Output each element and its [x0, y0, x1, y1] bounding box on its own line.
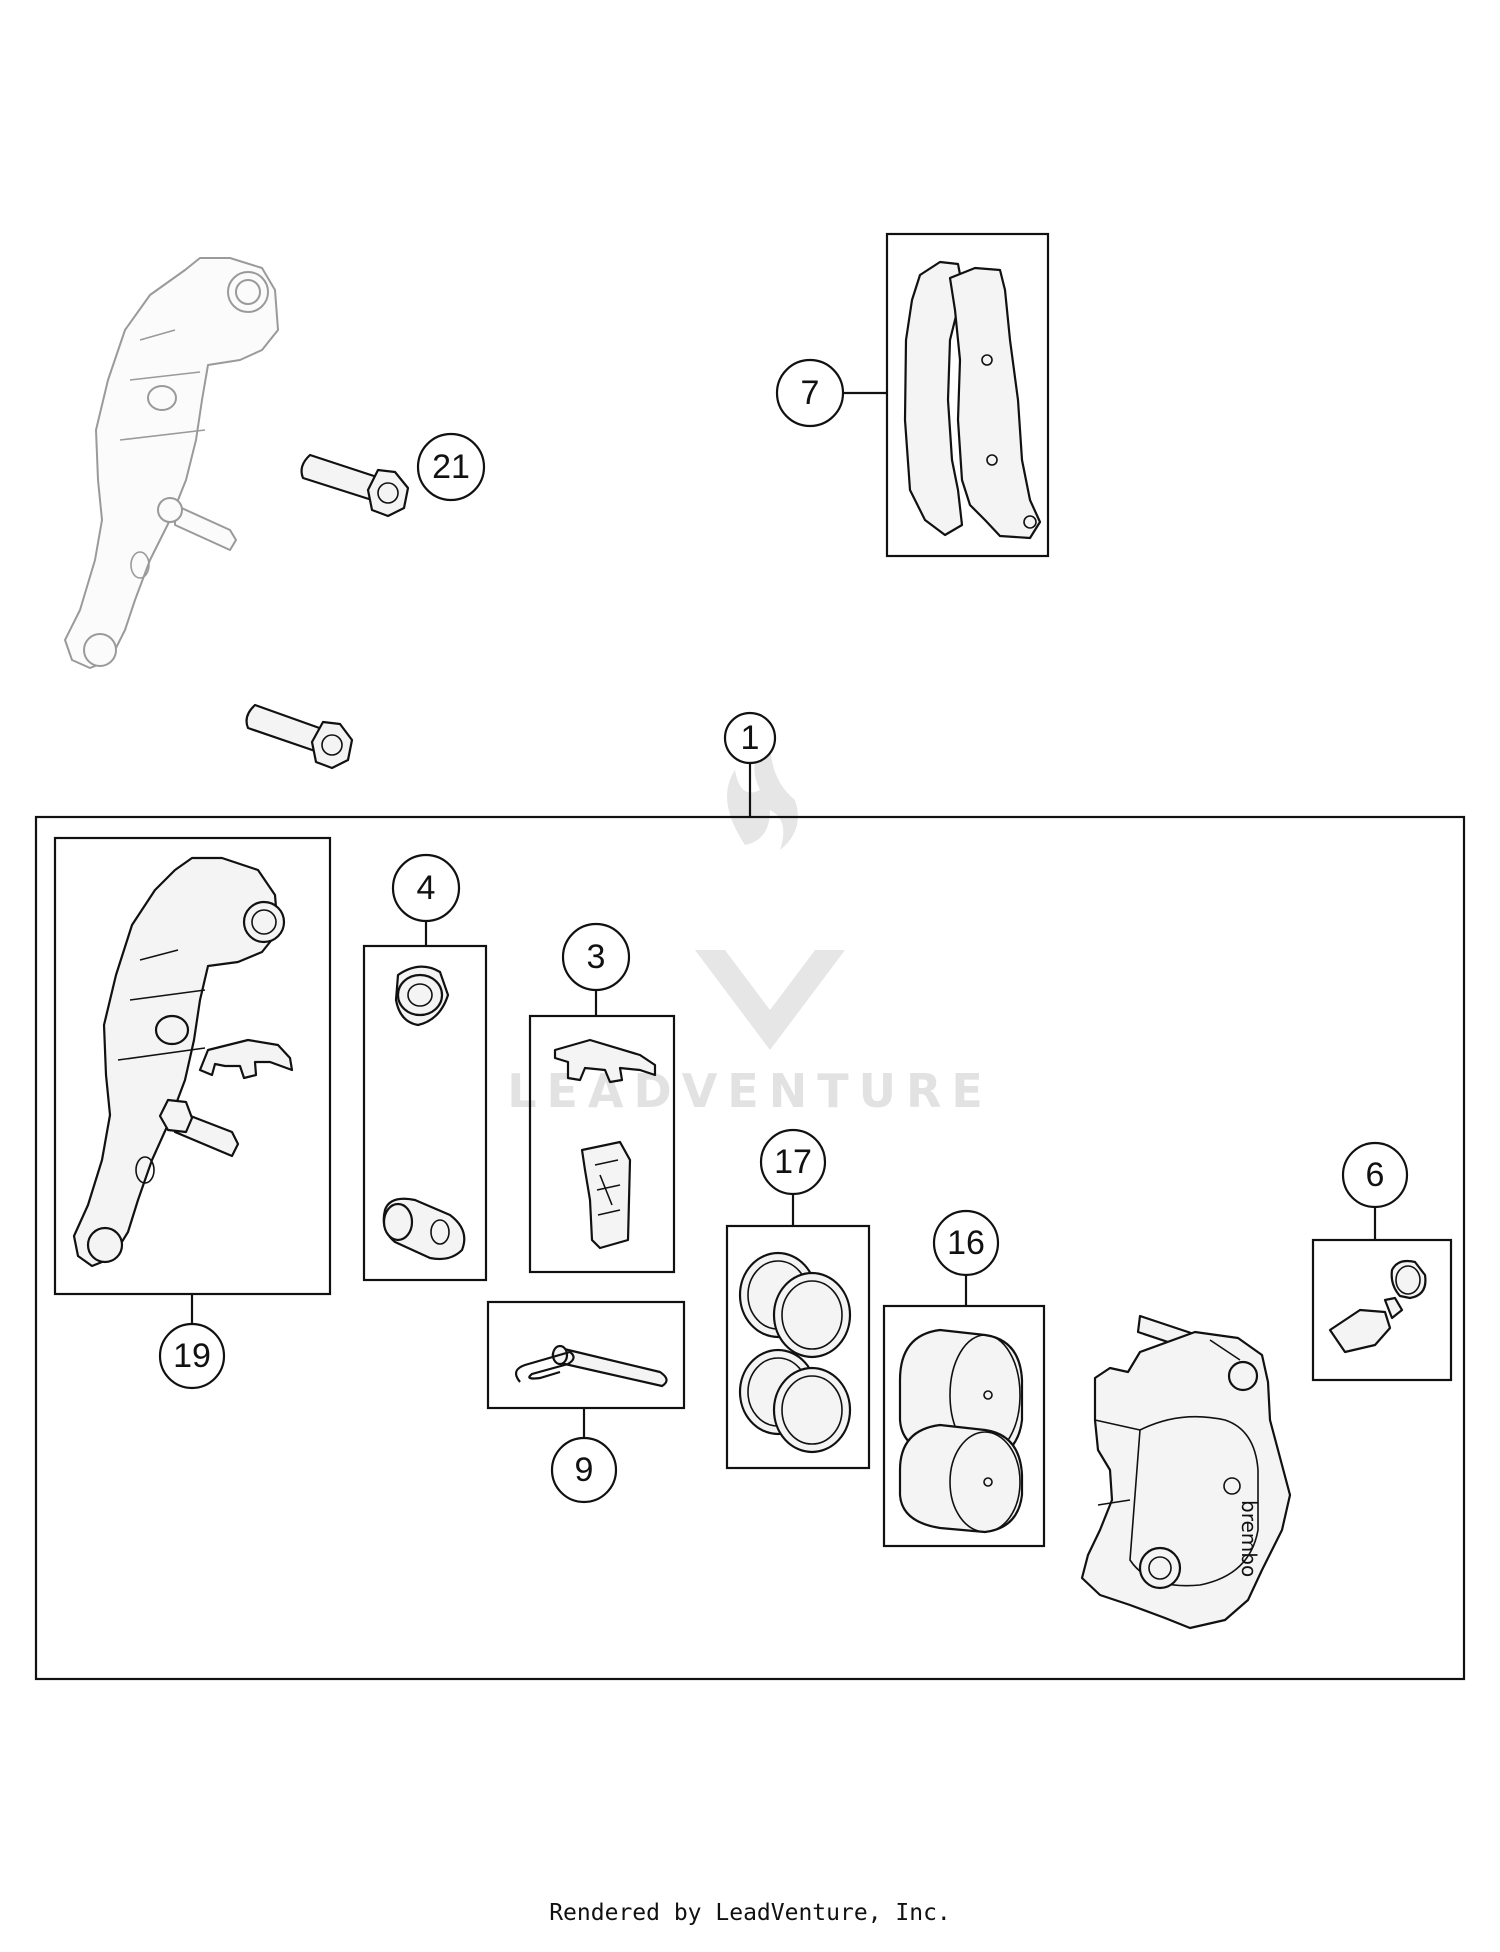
leadventure-watermark: LEADVENTURE [507, 740, 993, 1118]
callout-21: 21 [416, 432, 486, 502]
callout-16-label: 16 [947, 1224, 985, 1262]
brake-pads-box [885, 232, 1050, 558]
caliper-body: brembo [1080, 1314, 1292, 1630]
caliper-bracket-ghost [64, 257, 279, 669]
callout-7: 7 [775, 358, 845, 428]
bracket-kit-group [53, 836, 332, 1296]
clip-kit-box [528, 1014, 676, 1274]
piston-seals-group [725, 1224, 871, 1470]
callout-1: 1 [723, 711, 777, 765]
callout-21-label: 21 [432, 448, 470, 486]
watermark-text: LEADVENTURE [507, 1064, 993, 1118]
callout-16: 16 [932, 1209, 1000, 1277]
callout-1-label: 1 [741, 719, 760, 757]
pin-kit-group [486, 1300, 686, 1410]
callout-3-label: 3 [587, 938, 606, 976]
seal-kit-group [362, 944, 488, 1282]
callout-9: 9 [550, 1436, 618, 1504]
caliper-bolt-21 [300, 453, 410, 518]
callout-17: 17 [759, 1128, 827, 1196]
callout-7-label: 7 [801, 374, 820, 412]
footer-credit: Rendered by LeadVenture, Inc. [549, 1900, 951, 1926]
pistons-group [882, 1304, 1046, 1548]
callout-4-label: 4 [417, 869, 436, 907]
piston-seals-box [725, 1224, 871, 1470]
callout-6: 6 [1341, 1141, 1409, 1209]
leader-lines [190, 391, 1377, 1440]
bleeder-kit-group [1311, 1238, 1453, 1382]
brake-pads-group [885, 232, 1050, 558]
callout-6-label: 6 [1366, 1156, 1385, 1194]
pin-kit-box [486, 1300, 686, 1410]
caliper-brand-label: brembo [1237, 1500, 1261, 1577]
clip-kit-group [528, 1014, 676, 1274]
callout-17-label: 17 [774, 1143, 812, 1181]
bleeder-kit-box [1311, 1238, 1453, 1382]
callout-4: 4 [391, 853, 461, 923]
caliper-bolt-lower [245, 703, 354, 770]
brembo-logo-icon [1223, 1477, 1241, 1495]
callout-19-label: 19 [173, 1337, 211, 1375]
callout-9-label: 9 [575, 1451, 594, 1489]
pistons-box [882, 1304, 1046, 1548]
flame-logo-icon [727, 740, 798, 850]
callout-19: 19 [158, 1322, 226, 1390]
callout-3: 3 [561, 922, 631, 992]
v-logo-icon [695, 950, 845, 1050]
